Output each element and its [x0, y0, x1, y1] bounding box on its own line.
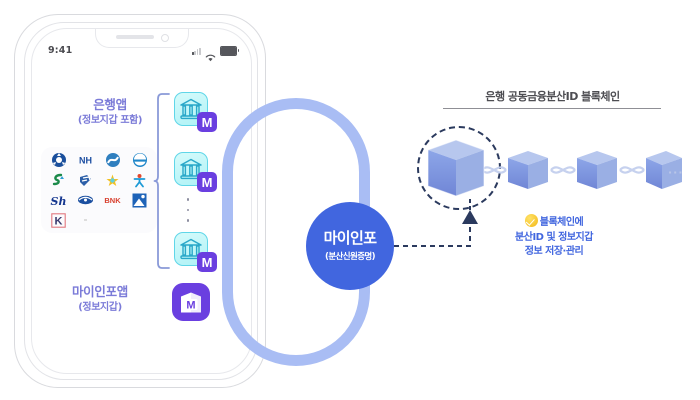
gwangju-bank-logo [126, 190, 153, 210]
blockchain-note-line1: 블록체인에 [470, 214, 638, 231]
svg-text:BNK: BNK [104, 196, 121, 205]
bank-app-badge-3: M [197, 252, 217, 272]
wallet-icon: M [181, 292, 201, 313]
bank-logo-grid: NH Sh [41, 147, 157, 233]
front-camera-icon [160, 34, 169, 42]
status-clock: 9:41 [48, 45, 73, 56]
sc-jeil-bank-logo [45, 170, 72, 190]
status-icons [192, 46, 240, 61]
bank-app-icon-3[interactable]: M [174, 232, 217, 272]
bank-app-label-line1: 은행앱 [93, 97, 127, 112]
logo-grid-empty-1 [72, 210, 99, 230]
bank-app-icon-1[interactable]: M [174, 92, 217, 132]
bank-building-icon [180, 158, 202, 180]
blockchain-trailing-ellipsis: ··· [668, 166, 684, 179]
bank-app-badge-2: M [197, 172, 217, 192]
kb-kookmin-bank-logo [99, 150, 126, 170]
svg-text:NH: NH [79, 156, 92, 166]
bank-app-label: 은행앱 (정보지갑 포함) [52, 97, 168, 127]
svg-text:M: M [186, 299, 195, 311]
myinfo-circle-line2: (분산신원증명) [325, 251, 375, 262]
highlight-dashed-circle [417, 126, 501, 210]
status-bar: 9:41 [32, 45, 251, 61]
bank-app-icon-2[interactable]: M [174, 152, 217, 192]
shinhan-bank-logo: Sh [45, 190, 72, 210]
logo-grid-empty-3 [126, 210, 153, 230]
logo-grid-empty-2 [99, 210, 126, 230]
wifi-icon [205, 47, 216, 61]
blockchain-title: 은행 공동금융분산ID 블록체인 [485, 90, 620, 103]
kakaobank-logo: K [45, 210, 72, 230]
earpiece-speaker-icon [115, 35, 154, 39]
kbank-star-logo [99, 170, 126, 190]
myinfo-did-circle: 마이인포 (분산신원증명) [306, 202, 394, 290]
kdb-industrial-bank-logo [72, 170, 99, 190]
vertical-ellipsis-icon [186, 198, 190, 222]
nh-bank-logo: NH [72, 150, 99, 170]
myinfo-app-label-line1: 마이인포앱 [71, 284, 128, 299]
busan-bank-logo [126, 170, 153, 190]
phone-screen: 9:41 은행앱 (정보지갑 포함) N [31, 28, 252, 374]
myinfo-app-label: 마이인포앱 (정보지갑) [36, 284, 164, 314]
cellular-signal-icon [192, 47, 201, 55]
block-cube-1 [508, 151, 548, 189]
woori-bank-logo [45, 150, 72, 170]
blockchain-note: 블록체인에 분산ID 및 정보지갑 정보 저장·관리 [470, 214, 638, 260]
blockchain-title-underline [443, 108, 661, 110]
svg-text:K: K [55, 215, 63, 227]
phone-notch [94, 29, 189, 48]
myinfo-circle-line1: 마이인포 [323, 229, 377, 248]
blockchain-note-line3: 정보 저장·관리 [524, 246, 584, 257]
check-badge-icon [524, 214, 538, 227]
ibk-bank-logo [72, 190, 99, 210]
myinfo-app-label-line2: (정보지갑) [78, 301, 122, 313]
bank-app-label-line2: (정보지갑 포함) [77, 114, 143, 126]
myinfo-app-icon[interactable]: M [172, 283, 210, 321]
blockchain-note-line2: 분산ID 및 정보지갑 [515, 231, 593, 243]
block-cube-2 [577, 151, 617, 189]
svg-text:Sh: Sh [51, 195, 67, 207]
hana-bank-logo [126, 150, 153, 170]
battery-icon [220, 46, 240, 56]
bnk-bank-logo: BNK [99, 190, 126, 210]
bank-app-badge-1: M [197, 112, 217, 132]
